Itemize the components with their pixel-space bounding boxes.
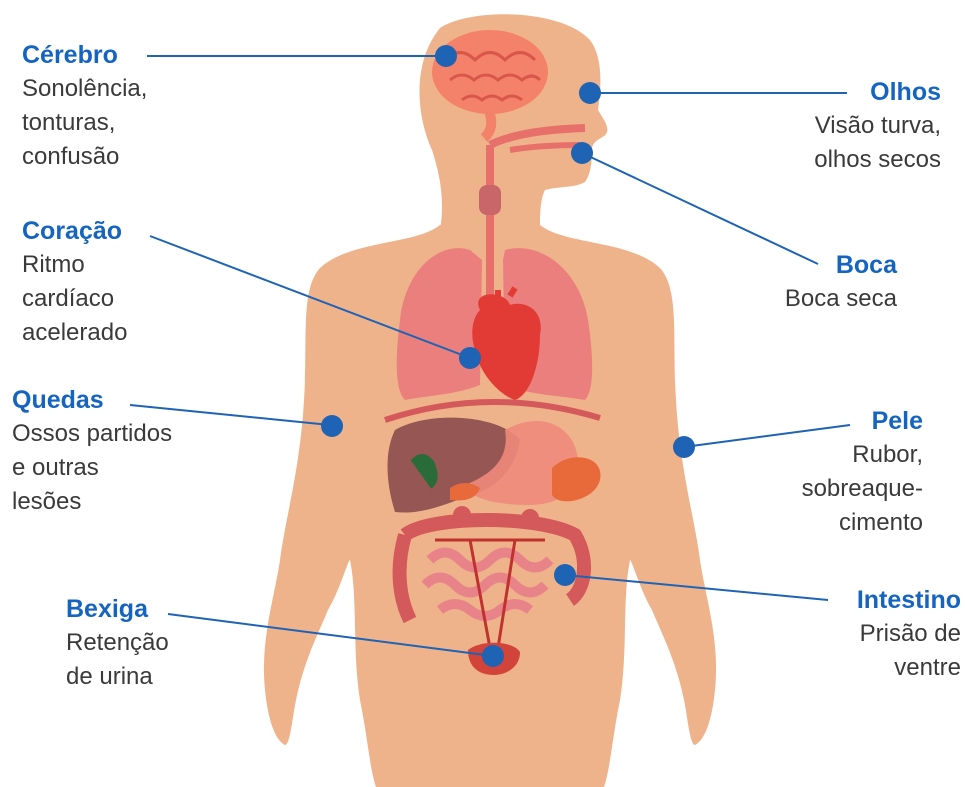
marker-dot-intestino: [554, 564, 576, 586]
label-boca: Boca Boca seca: [785, 248, 897, 316]
marker-dot-bexiga: [482, 645, 504, 667]
marker-dot-cerebro: [435, 45, 457, 67]
label-boca-title: Boca: [785, 248, 897, 282]
marker-dot-pele: [673, 436, 695, 458]
label-olhos-title: Olhos: [814, 75, 941, 109]
label-quedas-desc: Ossos partidos e outras lesões: [12, 417, 172, 519]
label-bexiga-title: Bexiga: [66, 592, 169, 626]
label-cerebro-title: Cérebro: [22, 38, 147, 72]
label-coracao-desc: Ritmo cardíaco acelerado: [22, 248, 127, 350]
label-intestino-desc: Prisão de ventre: [857, 617, 961, 685]
label-bexiga-desc: Retenção de urina: [66, 626, 169, 694]
marker-dot-coracao: [459, 347, 481, 369]
marker-dot-boca: [571, 142, 593, 164]
label-bexiga: Bexiga Retenção de urina: [66, 592, 169, 694]
label-boca-desc: Boca seca: [785, 282, 897, 316]
label-quedas-title: Quedas: [12, 383, 172, 417]
label-cerebro-desc: Sonolência, tonturas, confusão: [22, 72, 147, 174]
label-cerebro: Cérebro Sonolência, tonturas, confusão: [22, 38, 147, 174]
label-pele: Pele Rubor, sobreaque- cimento: [802, 404, 923, 540]
label-coracao-title: Coração: [22, 214, 127, 248]
leader-line-boca: [582, 153, 818, 264]
label-intestino: Intestino Prisão de ventre: [857, 583, 961, 685]
label-quedas: Quedas Ossos partidos e outras lesões: [12, 383, 172, 519]
label-coracao: Coração Ritmo cardíaco acelerado: [22, 214, 127, 350]
label-olhos: Olhos Visão turva, olhos secos: [814, 75, 941, 177]
label-olhos-desc: Visão turva, olhos secos: [814, 109, 941, 177]
label-intestino-title: Intestino: [857, 583, 961, 617]
marker-dot-olhos: [579, 82, 601, 104]
marker-dot-quedas: [321, 415, 343, 437]
label-pele-title: Pele: [802, 404, 923, 438]
label-pele-desc: Rubor, sobreaque- cimento: [802, 438, 923, 540]
